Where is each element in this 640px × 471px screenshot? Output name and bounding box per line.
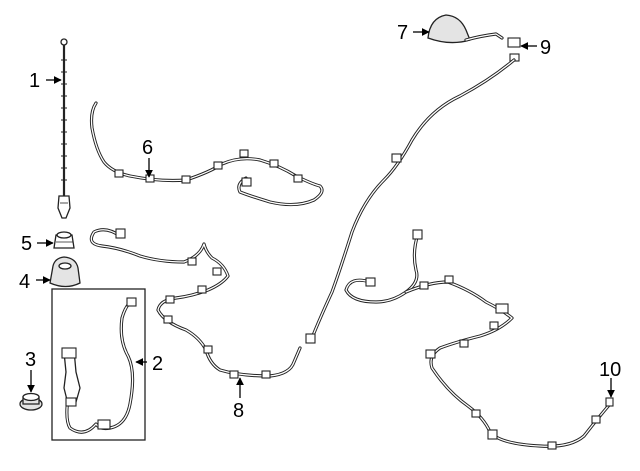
callout-1: 1 [29,70,40,92]
part-10-cable [344,229,614,450]
part-9-connector-cable [305,37,521,344]
part-7-roof-antenna [427,14,504,44]
callout-9: 9 [540,37,551,59]
callout-2: 2 [152,353,163,375]
part-5-antenna-nut [53,231,75,249]
callout-labels: 1 2 3 4 5 6 7 8 9 10 [19,22,621,422]
callout-5: 5 [21,233,32,255]
callout-3: 3 [25,349,36,371]
part-1-antenna-mast [57,38,71,219]
callout-10: 10 [599,359,621,381]
callout-7: 7 [397,22,408,44]
part-3-grommet [19,392,43,411]
part-8-main-cable [89,228,302,379]
callout-4: 4 [19,271,30,293]
callout-6: 6 [142,137,153,159]
part-2-cable-assembly [51,288,146,441]
leader-arrows [27,28,615,398]
part-6-cable [89,101,324,207]
part-4-base-pad [49,256,81,288]
callout-8: 8 [233,400,244,422]
